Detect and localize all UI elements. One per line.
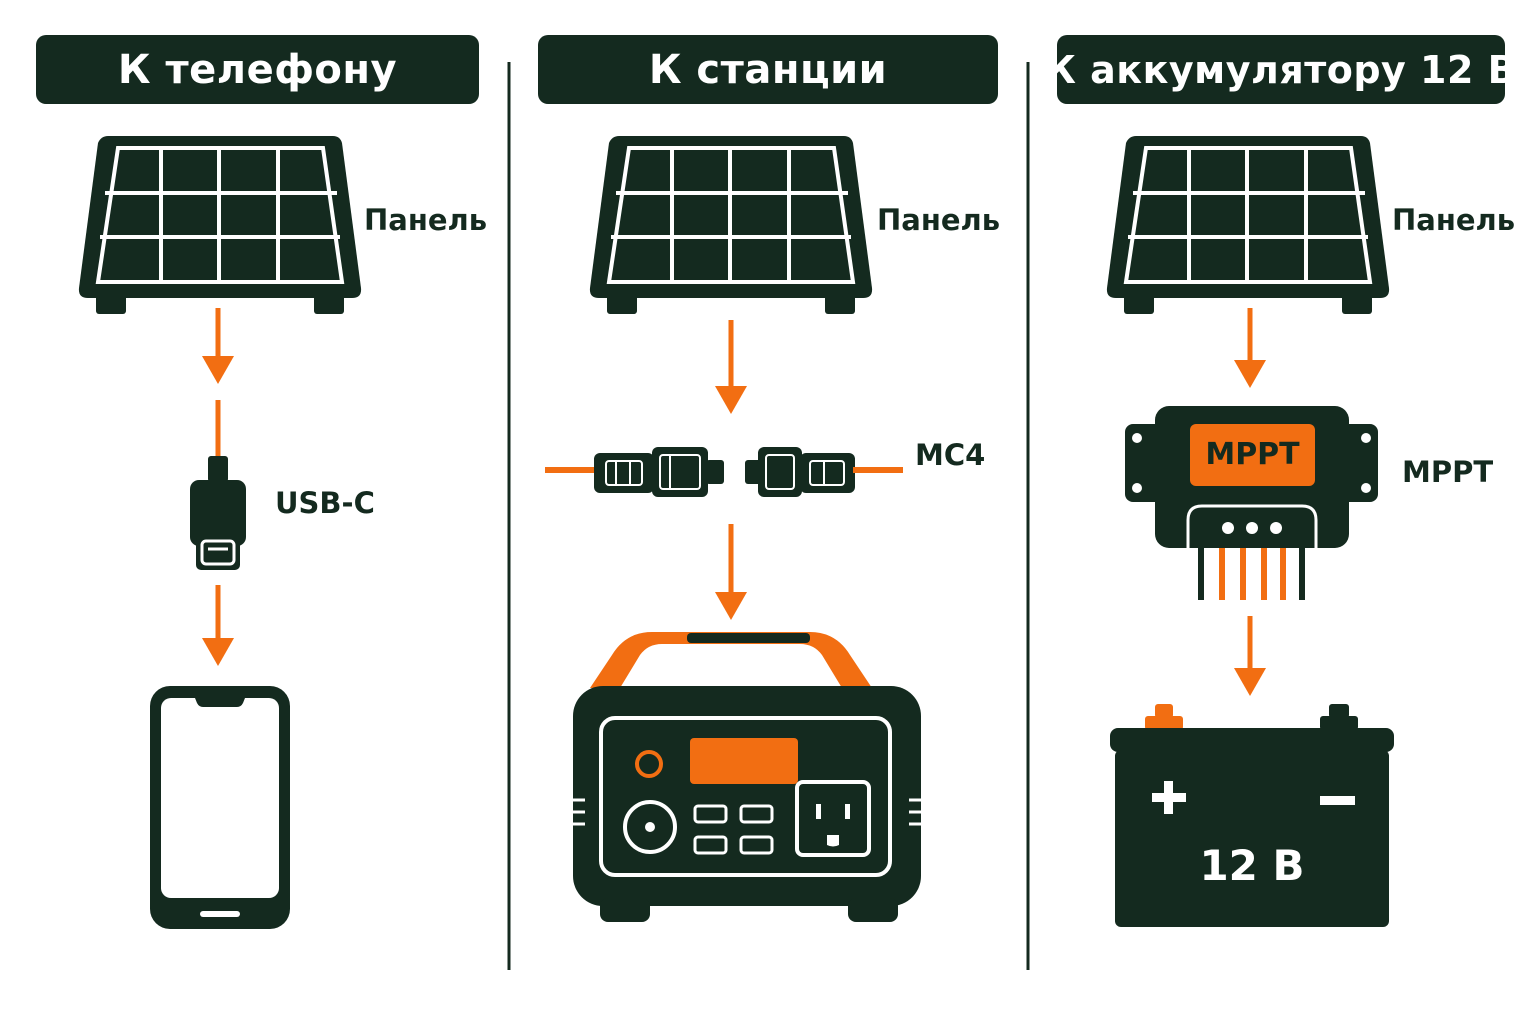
arrow-down-icon	[1234, 616, 1266, 696]
panel-label: Панель	[877, 203, 1001, 237]
column-title-battery: К аккумулятору 12 В	[1045, 35, 1517, 104]
battery-voltage-label: 12 В	[1199, 841, 1305, 890]
power-station-icon	[573, 632, 921, 922]
mppt-controller-icon	[1125, 406, 1378, 600]
arrow-down-icon	[202, 308, 234, 384]
mppt-display-label: MPPT	[1205, 437, 1300, 472]
usb-c-label: USB-C	[275, 486, 375, 520]
panel-label: Панель	[1392, 203, 1516, 237]
phone-icon	[150, 686, 290, 929]
mc4-connector-icon	[545, 447, 903, 497]
arrow-down-icon	[715, 320, 747, 414]
arrow-down-icon	[1234, 308, 1266, 388]
mppt-label: MPPT	[1402, 455, 1494, 489]
arrow-down-icon	[202, 585, 234, 666]
column-title-phone: К телефону	[36, 35, 479, 104]
solar-panel-icon	[1106, 136, 1390, 314]
solar-panel-icon	[78, 136, 362, 314]
column-title-station: К станции	[538, 35, 998, 104]
solar-panel-icon	[589, 136, 873, 314]
usb-c-plug-icon	[190, 456, 246, 570]
mc4-label: MC4	[915, 438, 986, 472]
panel-label: Панель	[364, 203, 488, 237]
battery-icon	[1110, 704, 1394, 927]
arrow-down-icon	[715, 524, 747, 620]
